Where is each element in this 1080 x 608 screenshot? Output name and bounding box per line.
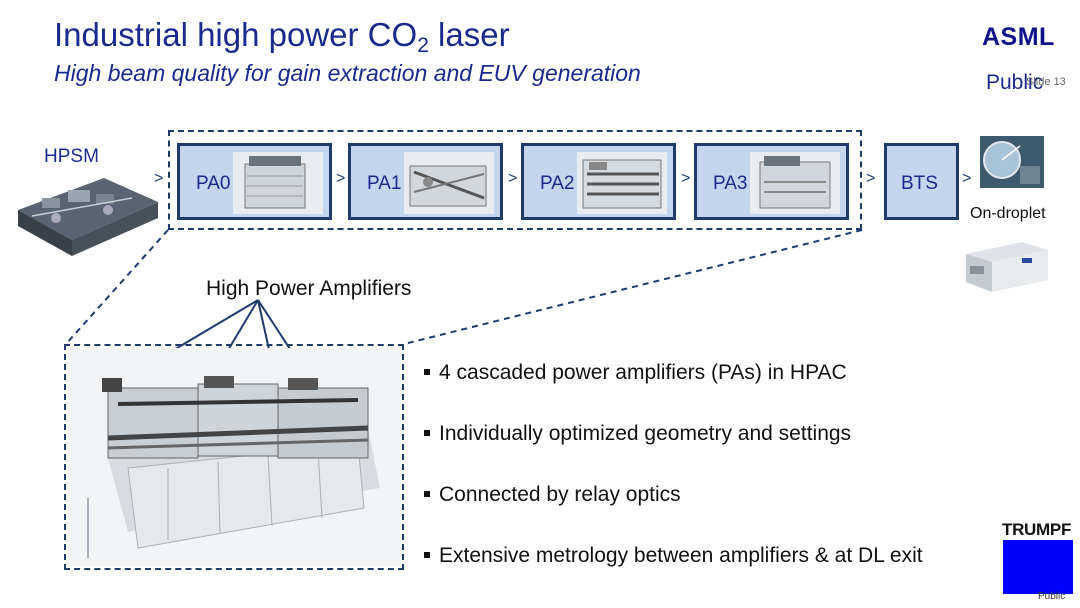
bullet-item: Connected by relay optics <box>424 483 681 507</box>
pa-box: PA1 <box>348 143 503 220</box>
amplifier-photo-icon <box>233 152 323 214</box>
pa-box: PA0 <box>177 143 332 220</box>
arrow-icon: > <box>508 170 518 187</box>
trumpf-logo: TRUMPF <box>1002 520 1072 539</box>
pa-label: PA0 <box>196 173 231 194</box>
trumpf-logo-block <box>1003 540 1073 594</box>
photo-frame <box>64 344 404 570</box>
bts-label: BTS <box>901 173 938 194</box>
trumpf-classification-label: Public <box>1038 591 1066 602</box>
amplifier-photo-icon <box>577 152 667 214</box>
bullet-item: Extensive metrology between amplifiers &… <box>424 544 923 568</box>
pa-box: PA2 <box>521 143 676 220</box>
amplifier-photo-icon <box>404 152 494 214</box>
bullet-item: Individually optimized geometry and sett… <box>424 422 851 446</box>
arrow-icon: > <box>336 170 346 187</box>
on-droplet-label: On-droplet <box>970 205 1046 222</box>
page-subtitle: High beam quality for gain extraction an… <box>54 60 641 86</box>
bullet-item: 4 cascaded power amplifiers (PAs) in HPA… <box>424 361 847 385</box>
pa-label: PA3 <box>713 173 748 194</box>
amplifier-group-outline <box>168 130 862 230</box>
hpsm-label: HPSM <box>44 146 99 167</box>
page-title: Industrial high power CO2 laser <box>54 16 510 57</box>
lithography-scanner-image <box>966 242 1048 292</box>
arrow-icon: > <box>681 170 691 187</box>
amplifier-photo-icon <box>750 152 840 214</box>
arrow-icon: > <box>154 170 164 187</box>
classification-label: Public <box>986 71 1044 94</box>
pa-box: PA3 <box>694 143 849 220</box>
arrow-icon: > <box>962 170 972 187</box>
slide-number: Slide 13 <box>1026 76 1066 88</box>
bts-box: BTS <box>884 143 959 220</box>
asml-logo: ASML <box>982 23 1055 51</box>
arrow-icon: > <box>866 170 876 187</box>
pa-label: PA2 <box>540 173 575 194</box>
euv-chamber-image <box>980 136 1044 188</box>
callout-label: High Power Amplifiers <box>206 277 412 300</box>
pa-label: PA1 <box>367 173 402 194</box>
amplifier-system-photo <box>68 348 400 566</box>
hpsm-machine-image <box>18 178 158 256</box>
